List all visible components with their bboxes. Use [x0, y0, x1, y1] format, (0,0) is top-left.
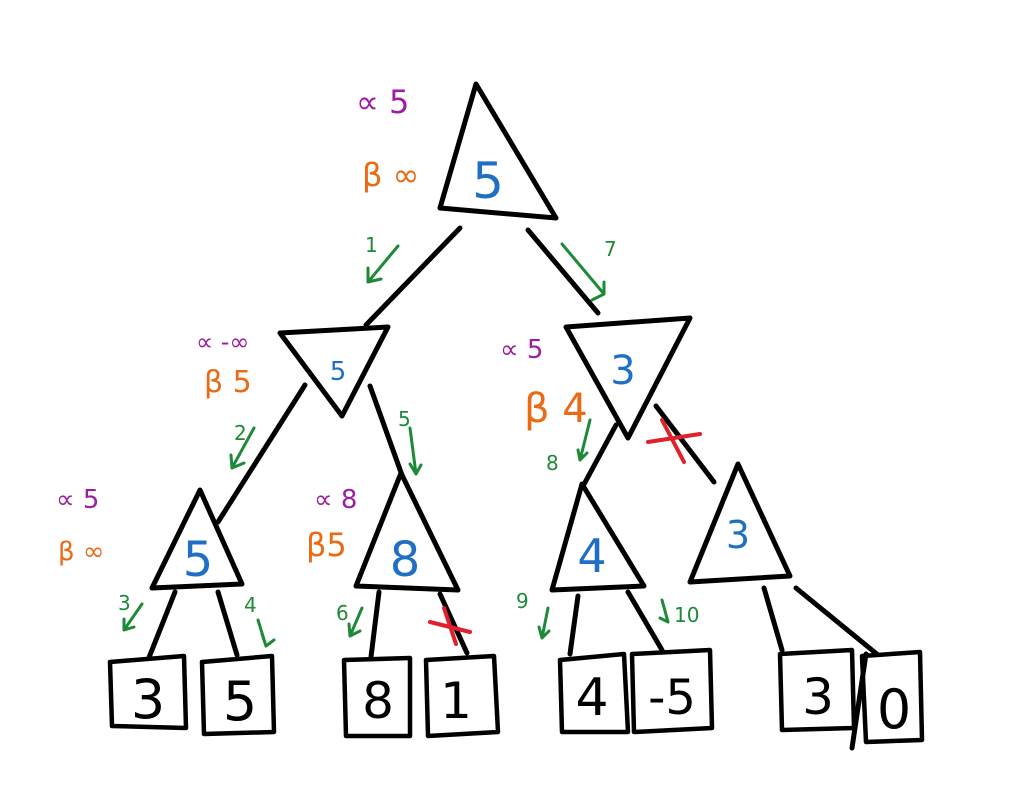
prune-cross-left — [428, 606, 472, 646]
order-arrow-6 — [347, 606, 364, 638]
min-right-beta: β 4 — [524, 386, 588, 432]
leaf-7-value: 3 — [802, 668, 834, 726]
order-arrow-4 — [256, 618, 276, 648]
leaf-1-value: 3 — [131, 668, 165, 731]
order-arrow-9 — [537, 606, 551, 640]
max-node-3-value: 4 — [577, 529, 606, 583]
leaf-5-value: 4 — [575, 668, 608, 728]
root-value: 5 — [472, 152, 504, 210]
order-arrow-8 — [576, 418, 592, 462]
leaf-nodes: 3 5 8 1 4 -5 3 0 — [107, 647, 925, 751]
edge-minleft-max2 — [367, 383, 406, 481]
max-node-2-value: 8 — [390, 532, 421, 588]
order-label-8: 8 — [546, 451, 559, 475]
leaf-6-value: -5 — [648, 670, 696, 726]
max-node-4-value: 3 — [726, 513, 750, 557]
order-label-6: 6 — [336, 601, 349, 625]
min-left-alpha: ∝ -∞ — [196, 328, 249, 356]
order-label-3: 3 — [118, 591, 131, 615]
tree-edges — [145, 225, 881, 663]
edge-max1-leaf2 — [215, 589, 240, 658]
edge-max3-leaf5 — [567, 593, 581, 657]
leaf-4: 1 — [423, 653, 501, 739]
root-node: 5 — [437, 81, 559, 221]
leaf-3-value: 8 — [362, 672, 394, 730]
min-node-left-value: 5 — [330, 357, 347, 387]
alpha-beta-labels: ∝ 5 β ∞ ∝ -∞ β 5 ∝ 5 β 4 ∝ 5 β ∞ ∝ 8 β5 — [56, 83, 588, 567]
leaf-3: 8 — [341, 655, 413, 739]
max-node-2: 8 — [353, 470, 461, 593]
prune-marks — [428, 418, 702, 646]
order-arrow-10 — [658, 598, 670, 624]
max-1-alpha: ∝ 5 — [56, 485, 99, 515]
max-node-1-value: 5 — [183, 532, 214, 588]
edge-max3-leaf6 — [625, 589, 665, 653]
order-label-2: 2 — [234, 421, 247, 445]
order-arrow-2 — [229, 426, 256, 470]
min-node-left: 5 — [277, 324, 391, 419]
min-left-beta: β 5 — [204, 365, 252, 400]
min-node-right: 3 — [563, 315, 693, 441]
min-node-right-value: 3 — [610, 348, 635, 394]
max-2-beta: β5 — [306, 526, 347, 564]
edge-max4-leaf8 — [793, 585, 881, 658]
max-node-3: 4 — [549, 481, 647, 593]
edge-max1-leaf1 — [145, 589, 178, 663]
order-label-4: 4 — [244, 593, 257, 617]
order-arrow-7 — [560, 242, 606, 302]
leaf-5: 4 — [557, 651, 631, 735]
visit-order-arrows: 1 2 3 4 5 6 7 8 9 10 — [118, 233, 699, 648]
leaf-1: 3 — [107, 653, 189, 731]
leaf-8-value: 0 — [877, 678, 911, 741]
edge-max2-leaf3 — [368, 589, 382, 660]
edge-minright-max4 — [653, 403, 717, 485]
order-arrow-5 — [408, 426, 423, 476]
order-label-10: 10 — [674, 603, 699, 627]
min-right-alpha: ∝ 5 — [500, 335, 543, 365]
order-arrow-1 — [366, 244, 400, 284]
max-2-alpha: ∝ 8 — [314, 485, 357, 515]
edge-root-minleft — [363, 225, 463, 328]
order-arrow-3 — [122, 602, 144, 632]
order-label-9: 9 — [516, 589, 529, 613]
leaf-8-extra-stroke — [849, 651, 869, 751]
max-node-1: 5 — [149, 487, 245, 591]
leaf-2-value: 5 — [223, 670, 257, 733]
max-1-beta: β ∞ — [58, 537, 105, 567]
leaf-2: 5 — [199, 653, 277, 737]
order-label-1: 1 — [365, 233, 378, 257]
leaf-7: 3 — [777, 647, 857, 733]
max-node-4: 3 — [687, 461, 793, 585]
edge-max4-leaf7 — [761, 585, 785, 653]
root-alpha: ∝ 5 — [356, 83, 409, 121]
leaf-8: 0 — [849, 649, 925, 751]
order-label-5: 5 — [398, 407, 411, 431]
order-label-7: 7 — [604, 237, 617, 261]
edge-minright-max3 — [579, 422, 619, 491]
edge-max2-leaf4 — [437, 591, 470, 656]
edge-minleft-max1 — [215, 382, 308, 525]
prune-cross-right — [646, 418, 702, 464]
edge-root-minright — [525, 227, 601, 316]
leaf-6: -5 — [629, 647, 715, 735]
root-beta: β ∞ — [362, 156, 419, 194]
leaf-4-value: 1 — [440, 672, 472, 730]
